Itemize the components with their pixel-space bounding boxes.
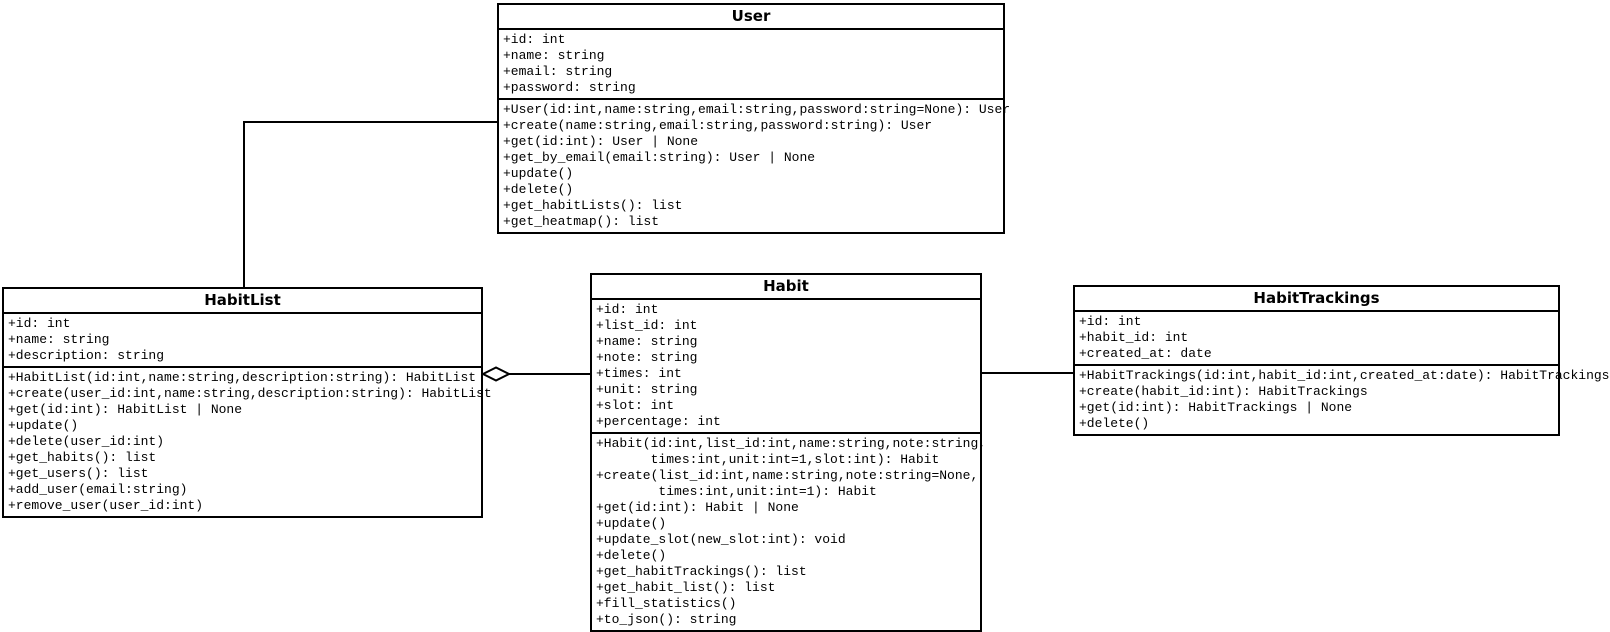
attribute-line: +name: string — [596, 334, 698, 349]
connector-user-habitlist-horizontal — [244, 121, 497, 123]
methods-section: +User(id:int,name:string,email:string,pa… — [499, 98, 1011, 232]
method-line: times:int,unit:int=1,slot:int): Habit — [596, 452, 940, 467]
attribute-line: +habit_id: int — [1079, 330, 1189, 345]
attribute-line: +unit: string — [596, 382, 698, 397]
method-line: +HabitTrackings(id:int,habit_id:int,crea… — [1079, 368, 1610, 383]
attribute-line: +id: int — [8, 316, 71, 331]
method-line: +create(user_id:int,name:string,descript… — [8, 386, 492, 401]
attribute-line: +created_at: date — [1079, 346, 1212, 361]
attribute-line: +id: int — [596, 302, 659, 317]
method-line: +update() — [596, 516, 667, 531]
attribute-line: +name: string — [8, 332, 110, 347]
attributes-section: +id: int+name: string+email: string+pass… — [499, 28, 1003, 98]
method-line: +get_habitTrackings(): list — [596, 564, 807, 579]
method-line: +get_habits(): list — [8, 450, 157, 465]
method-line: +remove_user(user_id:int) — [8, 498, 204, 513]
connector-user-habitlist-vertical — [243, 121, 245, 287]
class-box-habitlist[interactable]: HabitList +id: int+name: string+descript… — [2, 287, 492, 518]
attribute-line: +slot: int — [596, 398, 675, 413]
class-title: HabitList — [204, 291, 281, 309]
connector-habit-habittrackings — [982, 372, 1073, 374]
attributes-section: +id: int+habit_id: int+created_at: date — [1075, 310, 1558, 364]
method-line: +User(id:int,name:string,email:string,pa… — [503, 102, 1011, 117]
method-line: times:int,unit:int=1): Habit — [596, 484, 877, 499]
method-line: +get_habit_list(): list — [596, 580, 776, 595]
method-line: +Habit(id:int,list_id:int,name:string,no… — [596, 436, 987, 451]
attribute-line: +email: string — [503, 64, 613, 79]
attribute-line: +id: int — [503, 32, 566, 47]
method-line: +update() — [503, 166, 574, 181]
method-line: +get_habitLists(): list — [503, 198, 683, 213]
method-line: +create(habit_id:int): HabitTrackings — [1079, 384, 1368, 399]
methods-section: +HabitList(id:int,name:string,descriptio… — [4, 366, 492, 516]
method-line: +delete() — [596, 548, 667, 563]
method-line: +create(name:string,email:string,passwor… — [503, 118, 933, 133]
attribute-line: +list_id: int — [596, 318, 698, 333]
aggregation-diamond-icon — [482, 366, 510, 382]
attributes-section: +id: int+name: string+description: strin… — [4, 312, 481, 366]
attribute-line: +password: string — [503, 80, 636, 95]
method-line: +to_json(): string — [596, 612, 737, 627]
method-line: +add_user(email:string) — [8, 482, 188, 497]
class-box-habittrackings[interactable]: HabitTrackings +id: int+habit_id: int+cr… — [1073, 285, 1610, 436]
method-line: +create(list_id:int,name:string,note:str… — [596, 468, 979, 483]
methods-section: +Habit(id:int,list_id:int,name:string,no… — [592, 432, 987, 630]
method-line: +get(id:int): HabitList | None — [8, 402, 243, 417]
method-line: +get_users(): list — [8, 466, 149, 481]
method-line: +get(id:int): Habit | None — [596, 500, 799, 515]
attribute-line: +times: int — [596, 366, 682, 381]
method-line: +fill_statistics() — [596, 596, 737, 611]
class-title: User — [731, 7, 771, 25]
method-line: +update() — [8, 418, 79, 433]
class-box-user[interactable]: User +id: int+name: string+email: string… — [497, 3, 1011, 234]
attribute-line: +name: string — [503, 48, 605, 63]
connector-habitlist-habit — [506, 373, 590, 375]
attribute-line: +id: int — [1079, 314, 1142, 329]
method-line: +get_by_email(email:string): User | None — [503, 150, 816, 165]
method-line: +delete(user_id:int) — [8, 434, 165, 449]
class-box-habit[interactable]: Habit +id: int+list_id: int+name: string… — [590, 273, 987, 632]
methods-section: +HabitTrackings(id:int,habit_id:int,crea… — [1075, 364, 1610, 434]
class-title: HabitTrackings — [1253, 289, 1380, 307]
attribute-line: +description: string — [8, 348, 165, 363]
attributes-section: +id: int+list_id: int+name: string+note:… — [592, 298, 980, 432]
method-line: +get_heatmap(): list — [503, 214, 660, 229]
attribute-line: +percentage: int — [596, 414, 721, 429]
method-line: +get(id:int): User | None — [503, 134, 699, 149]
method-line: +delete() — [1079, 416, 1150, 431]
class-title: Habit — [763, 277, 809, 295]
attribute-line: +note: string — [596, 350, 698, 365]
method-line: +update_slot(new_slot:int): void — [596, 532, 846, 547]
method-line: +get(id:int): HabitTrackings | None — [1079, 400, 1353, 415]
method-line: +HabitList(id:int,name:string,descriptio… — [8, 370, 477, 385]
method-line: +delete() — [503, 182, 574, 197]
